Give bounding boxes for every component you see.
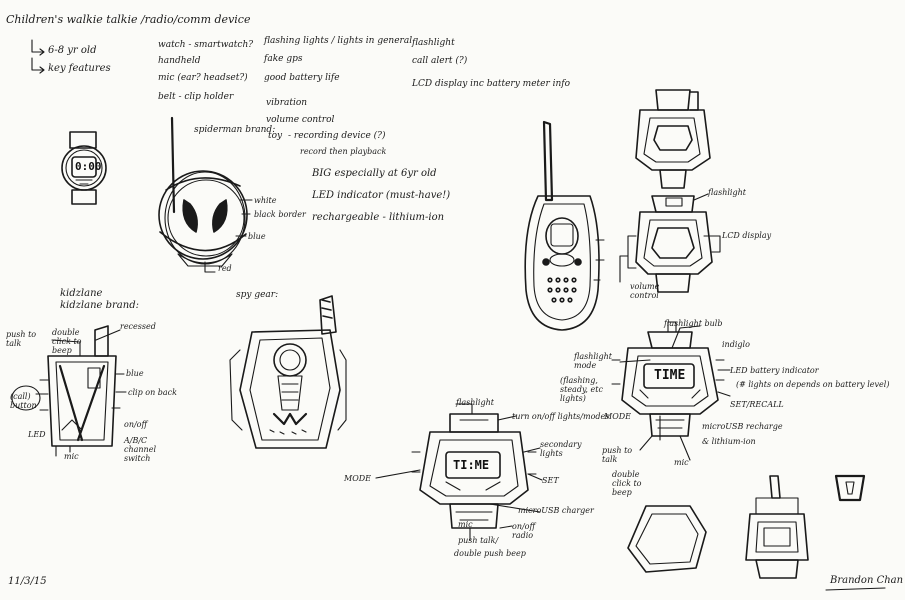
spiderman-title: spiderman brand: bbox=[194, 125, 275, 135]
watch-label-flashlight-mode-sub: (flashing, steady, etc lights) bbox=[560, 376, 622, 403]
center-label-double-push: double push beep bbox=[454, 549, 526, 558]
feature-flashing-lights: flashing lights / lights in general bbox=[264, 36, 412, 46]
kidzlane-blue: blue bbox=[126, 369, 144, 378]
sketch-signature: Brandon Chan bbox=[830, 575, 903, 586]
center-label-micro-usb: microUSB charger bbox=[518, 506, 594, 515]
page-title: Children's walkie talkie /radio/comm dev… bbox=[6, 14, 250, 26]
feature-mic: mic (ear? headset?) bbox=[158, 73, 248, 83]
watch-label-led-battery: LED battery indicator bbox=[730, 366, 819, 375]
feature-volume: volume control bbox=[266, 115, 334, 125]
bullet-rechargeable: rechargeable - lithium-ion bbox=[312, 212, 444, 223]
watch-time-screen: TIME bbox=[654, 368, 685, 383]
spiderman-label-red: red bbox=[218, 264, 232, 273]
watch-label-set-recall: SET/RECALL bbox=[730, 400, 784, 409]
watch-middle-right-sketch bbox=[620, 194, 720, 292]
octagon-screen-sketch bbox=[628, 506, 706, 572]
kidzlane-call-button: (call) button bbox=[10, 392, 44, 410]
kidzlane-title-2: kidzlane brand: bbox=[60, 300, 139, 311]
feature-recording: - recording device (?) bbox=[288, 131, 385, 141]
spiderman-label-white: white bbox=[254, 196, 277, 205]
kidzlane-on-off: on/off bbox=[124, 420, 147, 429]
spy-gear-title: spy gear: bbox=[236, 290, 278, 300]
feature-handheld: handheld bbox=[158, 56, 200, 66]
age-note: 6-8 yr old bbox=[48, 45, 97, 56]
feature-vibration: vibration bbox=[266, 98, 307, 108]
kidzlane-led: LED bbox=[28, 430, 46, 439]
center-label-turn-on-off: turn on/off lights/modes bbox=[512, 412, 609, 421]
handheld-label-flashlight: flashlight bbox=[708, 188, 746, 197]
watch-center-screen: TI:ME bbox=[453, 458, 489, 472]
spiderman-device-sketch bbox=[159, 118, 252, 272]
center-label-mic: mic bbox=[458, 520, 473, 529]
watch-label-micro-usb: microUSB recharge bbox=[702, 422, 783, 431]
watch-label-lithium: & lithium-ion bbox=[702, 437, 756, 446]
watch-label-flashlight-mode: flashlight mode bbox=[574, 352, 620, 370]
feature-battery: good battery life bbox=[264, 73, 340, 83]
watch-label-push-talk: push to talk bbox=[602, 446, 642, 464]
sketch-date: 11/3/15 bbox=[8, 576, 47, 587]
center-label-push-talk: push talk/ bbox=[458, 536, 498, 545]
spiderman-label-blue: blue bbox=[248, 232, 266, 241]
handheld-walkie-sketch bbox=[525, 122, 604, 330]
kidzlane-mic: mic bbox=[64, 452, 79, 461]
kidzlane-title-1: kidzlane bbox=[60, 288, 102, 299]
kidzlane-clip: clip on back bbox=[128, 388, 177, 397]
key-features-note: key features bbox=[48, 63, 111, 74]
handheld-label-lcd: LCD display bbox=[722, 231, 771, 240]
watch-label-led-battery-sub: (# lights on depends on battery level) bbox=[736, 380, 889, 389]
kidzlane-double-click: double click to beep bbox=[52, 328, 92, 355]
kidzlane-recessed: recessed bbox=[120, 322, 156, 331]
feature-watch: watch - smartwatch? bbox=[158, 40, 253, 50]
feature-record-playback: record then playback bbox=[300, 147, 386, 156]
feature-lcd: LCD display inc battery meter info bbox=[412, 79, 570, 89]
watch-label-double-click: double click to beep bbox=[612, 470, 652, 497]
watch-label-flashlight-bulb: flashlight bulb bbox=[664, 319, 722, 328]
center-label-flashlight: flashlight bbox=[456, 398, 494, 407]
center-label-on-off: on/off radio bbox=[512, 522, 548, 540]
feature-call-alert: call alert (?) bbox=[412, 56, 467, 66]
watch-side-sketch bbox=[746, 476, 808, 578]
kidzlane-push-to-talk: push to talk bbox=[6, 330, 44, 348]
spy-gear-device-sketch bbox=[230, 296, 346, 448]
watch-label-indiglo: indiglo bbox=[722, 340, 750, 349]
center-label-set: SET bbox=[542, 476, 559, 485]
bullet-led: LED indicator (must-have!) bbox=[312, 190, 450, 201]
flashlight-logo-icon bbox=[836, 476, 864, 500]
feature-belt: belt - clip holder bbox=[158, 92, 233, 102]
watch-top-right-sketch bbox=[636, 90, 710, 188]
small-watch-screen: 0:00 bbox=[75, 160, 102, 173]
bullet-big: BIG especially at 6yr old bbox=[312, 168, 437, 179]
feature-fake-gps: fake gps bbox=[264, 54, 302, 64]
spiderman-label-black-border: black border bbox=[254, 210, 306, 219]
center-label-mode: MODE bbox=[344, 474, 371, 483]
kidzlane-channel-switch: A/B/C channel switch bbox=[124, 436, 180, 463]
handheld-label-volume: volume control bbox=[630, 282, 670, 300]
watch-label-mic: mic bbox=[674, 458, 689, 467]
feature-flashlight: flashlight bbox=[412, 38, 455, 48]
center-label-secondary: secondary lights bbox=[540, 440, 580, 458]
